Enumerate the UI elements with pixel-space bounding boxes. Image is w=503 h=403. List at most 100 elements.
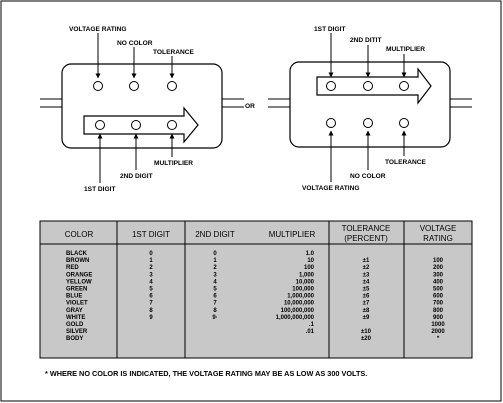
left-voltage-dot [93,81,103,91]
header-color: COLOR [65,230,94,239]
cell-d1: 3 [149,272,153,278]
header-tolerance: TOLERANCE [342,224,391,233]
cell-color: VIOLET [66,301,88,307]
cell-color: GRAY [66,308,83,314]
cell-volt: 100 [433,258,444,264]
cell-d2: 3 [213,272,217,278]
cell-d1: 1 [149,258,153,264]
cell-tol: ±4 [363,279,370,285]
cell-d1: 4 [149,279,153,285]
or-label: OR [245,103,255,110]
cell-color: BLACK [66,251,88,257]
cell-volt: 1000 [431,322,445,328]
cell-color: BROWN [66,258,89,264]
cell-color: BODY [66,336,83,342]
right-second-digit-dot [363,81,373,91]
cell-mult: 10 [307,258,314,264]
cell-color: YELLOW [66,279,92,285]
right-first-digit-dot [326,81,336,91]
cell-volt: 600 [433,294,444,300]
cell-tol: ±1 [363,258,370,264]
left-label-second-digit: 2ND DIGIT [120,173,153,180]
cell-d2: 7 [213,301,217,307]
cell-volt: 200 [433,265,444,271]
cell-tol: ±5 [363,287,370,293]
cell-color: RED [66,265,79,271]
cell-volt: 300 [433,272,444,278]
cell-mult: .1 [309,322,315,328]
left-multiplier-dot [167,120,177,130]
cell-mult: 10,000,000 [284,301,315,307]
header-multiplier: MULTIPLIER [269,230,316,239]
cell-volt: * [437,336,440,342]
cell-tol: ±10 [361,329,372,335]
cell-mult: 1,000,000 [287,294,314,300]
cell-tol: ±2 [363,265,370,271]
right-label-second-digit: 2ND DITIT [350,37,382,44]
cell-tol: ±20 [361,336,372,342]
left-nocolor-dot [129,81,139,91]
cell-tol: ±8 [363,308,370,314]
cell-d1: 6 [149,294,153,300]
right-label-multiplier: MULTIPLIER [386,46,425,53]
left-label-multiplier: MULTIPLIER [154,160,193,167]
cell-mult: 100,000 [292,287,314,293]
left-capacitor-body [61,63,223,149]
cell-volt: 500 [433,287,444,293]
cell-d2: 6 [213,294,217,300]
right-direction-arrow [316,67,432,105]
cell-color: GOLD [66,322,84,328]
header-first-digit: 1ST DIGIT [132,230,170,239]
table-background [39,220,473,359]
left-label-tolerance: TOLERANCE [153,49,195,56]
table-row: GOLD .1 1000 [66,322,445,328]
cell-d2: 0 [213,251,217,257]
left-label-voltage-rating: VOLTAGE RATING [69,26,127,33]
cell-mult: 10,000 [296,279,315,285]
cell-d2: 2 [213,265,217,271]
header-second-digit: 2ND DIGIT [195,230,235,239]
cell-tol: ±3 [363,272,370,278]
header-voltage-rating: RATING [423,234,453,243]
header-voltage: VOLTAGE [420,224,457,233]
cell-mult: 1,000 [299,272,315,278]
right-tolerance-dot [399,118,409,128]
cell-tol: ±7 [363,301,370,307]
table-row: BODY ±20 * [66,336,440,342]
cell-d2: 9· [212,315,217,321]
left-label-no-color: NO COLOR [117,40,153,47]
cell-tol: ±9 [363,315,370,321]
cell-d2: 4 [213,279,217,285]
cell-mult: .01 [306,329,315,335]
color-code-table: COLOR 1ST DIGIT 2ND DIGIT MULTIPLIER TOL… [39,220,473,359]
left-capacitor: VOLTAGE RATING NO COLOR TOLERANCE MULTIP… [40,26,244,193]
cell-volt: 900 [433,315,444,321]
right-label-voltage-rating: VOLTAGE RATING [302,185,360,192]
right-label-no-color: NO COLOR [350,173,386,180]
left-first-digit-dot [95,120,105,130]
cell-d1: 7 [149,301,153,307]
header-tolerance-unit: (PERCENT) [344,234,388,243]
cell-d2: 8 [213,308,217,314]
right-multiplier-dot [399,81,409,91]
right-label-tolerance: TOLERANCE [385,159,427,166]
cell-mult: 1,000,000,000 [276,315,315,321]
cell-color: ORANGE [66,272,92,278]
left-second-digit-dot [131,120,141,130]
cell-d1: 8 [149,308,153,314]
cell-d1: 5 [149,287,153,293]
cell-color: BLUE [66,294,82,300]
left-label-first-digit: 1ST DIGIT [84,186,116,193]
